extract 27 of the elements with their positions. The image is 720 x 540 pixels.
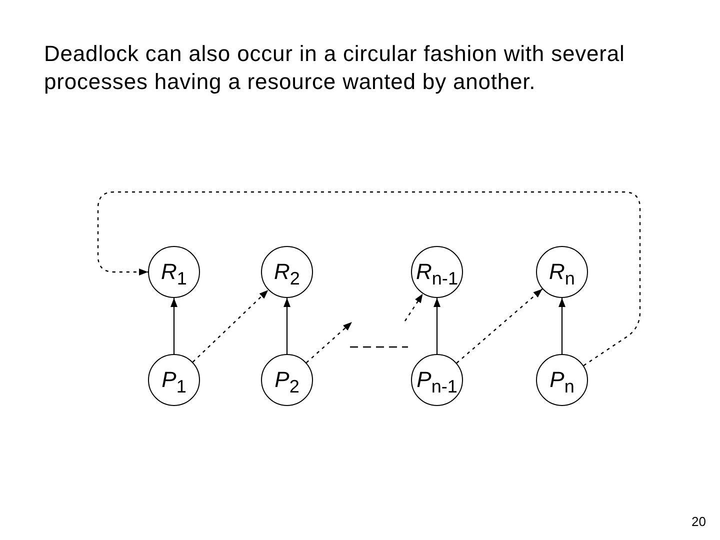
dashed-arrow bbox=[192, 290, 269, 362]
node-label: R$_{2}$ bbox=[274, 261, 300, 283]
node-circle bbox=[411, 354, 463, 406]
node-label: R$_{n}$ bbox=[549, 261, 575, 283]
node-label: P$_{n}$ bbox=[550, 369, 574, 391]
slide-title: Deadlock can also occur in a circular fashion with several processes having a resource wanted by another. bbox=[44, 40, 626, 96]
node-label: P$_{2}$ bbox=[274, 369, 300, 391]
node-circle bbox=[411, 246, 463, 298]
node-label: R$_{1}$ bbox=[161, 261, 187, 283]
arrow bbox=[170, 298, 178, 354]
node-label: R$_{n-1}$ bbox=[416, 261, 458, 283]
dashed-arrow bbox=[404, 293, 424, 322]
node-circle bbox=[148, 246, 200, 298]
node-label: P$_{1}$ bbox=[162, 369, 186, 391]
arrow bbox=[558, 298, 566, 354]
arrow bbox=[434, 298, 440, 354]
dashed-arrow bbox=[97, 191, 641, 366]
dashed-arrow bbox=[456, 288, 543, 364]
node-circle bbox=[536, 354, 588, 406]
arrow bbox=[284, 298, 290, 354]
node-circle bbox=[536, 246, 588, 298]
page-number: 20 bbox=[692, 514, 706, 529]
node-circle bbox=[261, 354, 313, 406]
node-label: P$_{n-1}$ bbox=[416, 369, 458, 391]
dashed-arrow bbox=[306, 322, 352, 364]
node-circle bbox=[261, 246, 313, 298]
node-circle bbox=[148, 354, 200, 406]
